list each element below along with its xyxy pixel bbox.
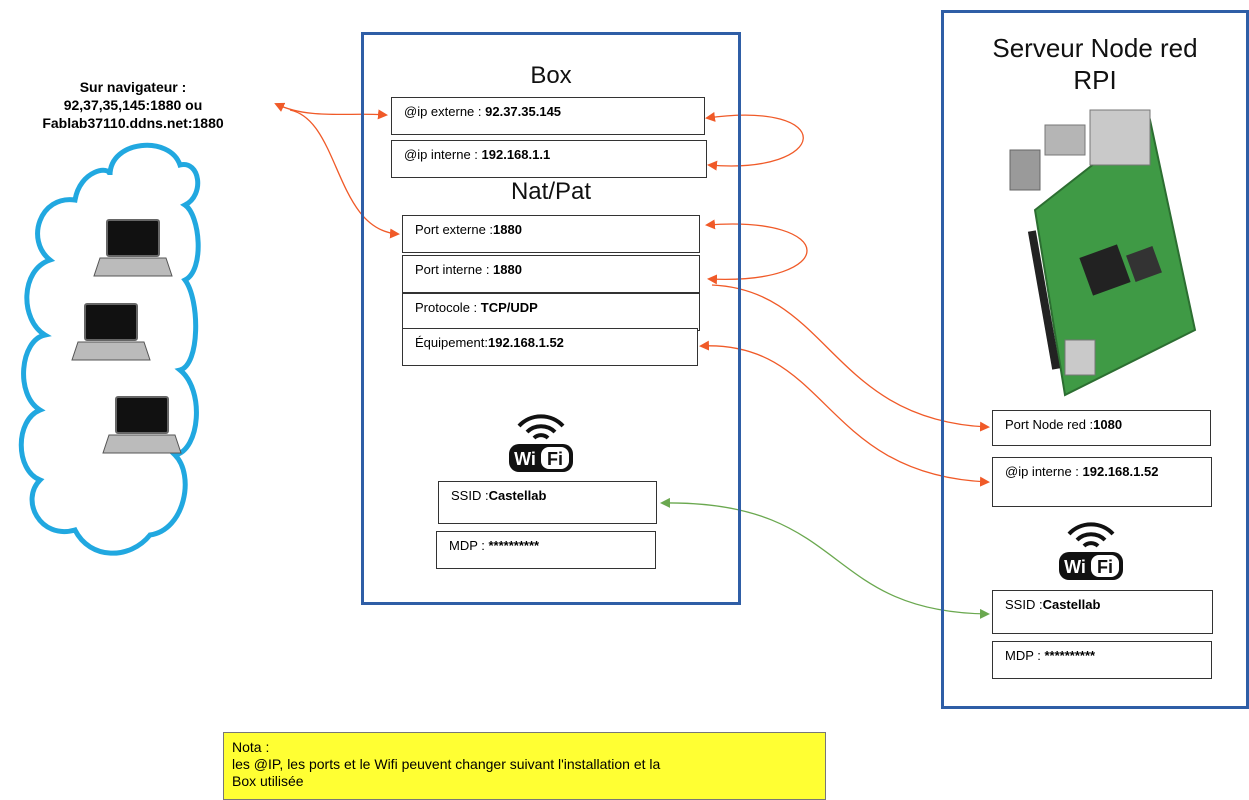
arrow-ssid-wifi bbox=[660, 497, 990, 619]
wifi-text-box: Wi Fi bbox=[509, 447, 573, 471]
equipement-value: 192.168.1.52 bbox=[488, 335, 564, 350]
arrow-port-externe-interne bbox=[705, 219, 808, 285]
wifi-logo-icon-rpi bbox=[1059, 522, 1123, 580]
equipement-field: Équipement:192.168.1.52 bbox=[402, 328, 698, 366]
raspberry-pi-board-icon bbox=[1009, 109, 1197, 397]
box-title: Box bbox=[530, 62, 572, 89]
wifi-fi-text-box: Fi bbox=[547, 449, 563, 469]
nota-line-2: les @IP, les ports et le Wifi peuvent ch… bbox=[232, 756, 661, 772]
server-ip-interne-field: @ip interne : 192.168.1.52 bbox=[992, 457, 1212, 507]
box-ssid-label: SSID : bbox=[451, 488, 489, 503]
port-interne-value: 1880 bbox=[493, 262, 522, 277]
browser-address-label: Sur navigateur : 92,37,35,145:1880 ou Fa… bbox=[18, 78, 248, 132]
laptop-icon-1 bbox=[93, 219, 173, 277]
server-title-line-2: RPI bbox=[1073, 65, 1117, 95]
box-ssid-value: Castellab bbox=[488, 488, 547, 503]
server-mdp-label: MDP : bbox=[1005, 648, 1045, 663]
box-ip-externe-field: @ip externe : 92.37.35.145 bbox=[391, 97, 705, 135]
arrow-browser-ip-externe bbox=[274, 102, 388, 120]
port-externe-label: Port externe : bbox=[415, 222, 494, 237]
arrow-ip-externe-interne bbox=[705, 111, 804, 171]
cloud-shape bbox=[18, 142, 201, 556]
box-mdp-field: MDP : ********** bbox=[436, 531, 656, 569]
protocole-label: Protocole : bbox=[415, 300, 481, 315]
box-ip-externe-value: 92.37.35.145 bbox=[485, 104, 562, 119]
box-ssid-field: SSID :Castellab bbox=[438, 481, 657, 524]
wifi-wi-text-rpi: Wi bbox=[1064, 557, 1086, 577]
server-title: Serveur Node red RPI bbox=[941, 32, 1249, 96]
wifi-wi-text-box: Wi bbox=[514, 449, 536, 469]
browser-line-3: Fablab37110.ddns.net:1880 bbox=[42, 115, 224, 131]
server-ssid-field: SSID :Castellab bbox=[992, 590, 1213, 634]
port-node-red-value: 1080 bbox=[1093, 417, 1123, 432]
box-mdp-label: MDP : bbox=[449, 538, 489, 553]
arrow-browser-port-externe bbox=[289, 109, 400, 239]
server-title-line-1: Serveur Node red bbox=[992, 33, 1198, 63]
nota-box: Nota : les @IP, les ports et le Wifi peu… bbox=[223, 732, 826, 800]
arrow-equipement-ip-rpi bbox=[699, 340, 990, 487]
port-node-red-field: Port Node red :1080 bbox=[992, 410, 1211, 446]
laptop-icon-2 bbox=[71, 303, 151, 361]
box-ip-externe-label: @ip externe : bbox=[404, 104, 486, 119]
browser-line-2: 92,37,35,145:1880 ou bbox=[63, 97, 203, 113]
protocole-value: TCP/UDP bbox=[480, 300, 538, 315]
port-externe-value: 1880 bbox=[493, 222, 522, 237]
port-externe-field: Port externe :1880 bbox=[402, 215, 700, 253]
protocole-field: Protocole : TCP/UDP bbox=[402, 293, 700, 331]
server-ip-interne-label: @ip interne : bbox=[1005, 464, 1083, 479]
server-ip-interne-value: 192.168.1.52 bbox=[1082, 464, 1159, 479]
box-ip-interne-field: @ip interne : 192.168.1.1 bbox=[391, 140, 707, 178]
box-ip-interne-value: 192.168.1.1 bbox=[481, 147, 551, 162]
equipement-label: Équipement: bbox=[415, 335, 488, 350]
server-mdp-field: MDP : ********** bbox=[992, 641, 1212, 679]
wifi-text-rpi: Wi Fi bbox=[1059, 555, 1123, 579]
box-ip-interne-label: @ip interne : bbox=[404, 147, 482, 162]
port-interne-label: Port interne : bbox=[415, 262, 494, 277]
wifi-logo-icon-box bbox=[509, 414, 573, 472]
port-interne-field: Port interne : 1880 bbox=[402, 255, 700, 293]
wifi-fi-text-rpi: Fi bbox=[1097, 557, 1113, 577]
browser-line-1: Sur navigateur : bbox=[79, 79, 187, 95]
laptop-icon-3 bbox=[102, 396, 182, 454]
box-mdp-value: ********** bbox=[488, 538, 540, 553]
nota-line-1: Nota : bbox=[232, 739, 270, 755]
server-panel bbox=[941, 10, 1249, 709]
server-mdp-value: ********** bbox=[1044, 648, 1096, 663]
natpat-title: Nat/Pat bbox=[510, 178, 592, 205]
server-ssid-label: SSID : bbox=[1005, 597, 1043, 612]
box-panel bbox=[361, 32, 741, 605]
server-ssid-value: Castellab bbox=[1042, 597, 1101, 612]
nota-line-3: Box utilisée bbox=[232, 773, 304, 789]
port-node-red-label: Port Node red : bbox=[1005, 417, 1094, 432]
